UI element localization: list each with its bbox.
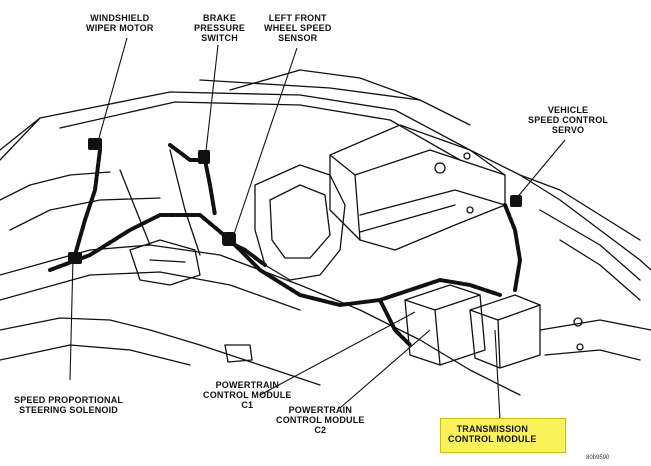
- label-line: PRESSURE: [194, 23, 246, 33]
- wheel-sensor-branch: [233, 243, 267, 267]
- label-line: CONTROL MODULE: [276, 415, 365, 425]
- label-line: BRAKE: [203, 13, 237, 23]
- label-left-front-wheel-speed-sensor: LEFT FRONT WHEEL SPEED SENSOR: [264, 13, 332, 43]
- strut-tower: [254, 164, 346, 281]
- label-line: C1: [241, 400, 254, 410]
- leader-steering-solenoid: [69, 257, 74, 381]
- windshield-base: [199, 79, 471, 126]
- label-line: WIPER MOTOR: [86, 23, 154, 33]
- leader-wheel-speed-sensor: [231, 47, 298, 241]
- label-line: SENSOR: [278, 33, 318, 43]
- label-line: SPEED CONTROL: [528, 115, 609, 125]
- pcm-harness-branch: [378, 298, 412, 347]
- label-line: SWITCH: [201, 33, 238, 43]
- label-speed-proportional-steering-solenoid: SPEED PROPORTIONAL STEERING SOLENOID: [14, 395, 123, 415]
- label-line: TRANSMISSION: [456, 424, 529, 434]
- wiper-harness-branch: [73, 148, 102, 257]
- main-harness: [48, 213, 502, 308]
- right-fender: [519, 174, 651, 271]
- label-powertrain-control-module-c1: POWERTRAIN CONTROL MODULE C1: [203, 380, 292, 410]
- reservoir: [224, 344, 253, 363]
- label-line: LEFT FRONT: [268, 13, 327, 23]
- transmission-control-module-body: [469, 294, 541, 369]
- label-line: CONTROL MODULE: [203, 390, 292, 400]
- figure-number: 80b9590: [586, 455, 610, 461]
- wheel-speed-sensor-connector: [222, 232, 236, 246]
- label-line: WHEEL SPEED: [264, 23, 332, 33]
- leader-tcm: [494, 329, 501, 421]
- label-powertrain-control-module-c2: POWERTRAIN CONTROL MODULE C2: [276, 405, 365, 435]
- leader-brake-switch: [204, 44, 219, 161]
- label-line: POWERTRAIN: [215, 380, 280, 390]
- label-line: SERVO: [551, 125, 585, 135]
- label-line: STEERING SOLENOID: [19, 405, 119, 415]
- label-line: CONTROL MODULE: [448, 434, 537, 444]
- power-distribution-box: [329, 124, 506, 251]
- label-line: C2: [314, 425, 327, 435]
- powertrain-control-module: [404, 284, 486, 366]
- leader-servo: [514, 139, 566, 201]
- label-vehicle-speed-control-servo: VEHICLE SPEED CONTROL SERVO: [528, 105, 608, 135]
- leader-pcm-c2: [339, 329, 431, 409]
- label-windshield-wiper-motor: WINDSHIELD WIPER MOTOR: [86, 13, 154, 33]
- cowl-inner-line: [59, 101, 461, 161]
- tcm-highlight-box: [440, 418, 566, 453]
- cowl-outline: [39, 91, 641, 241]
- leader-pcm-c1: [259, 311, 416, 396]
- steering-solenoid-connector: [68, 252, 82, 264]
- steering-bracket: [129, 239, 201, 286]
- wiper-motor-connector: [88, 138, 102, 150]
- label-line: WINDSHIELD: [90, 13, 150, 23]
- servo-connector: [510, 195, 522, 207]
- brake-switch-connector: [198, 150, 210, 164]
- label-brake-pressure-switch: BRAKE PRESSURE SWITCH: [194, 13, 245, 43]
- label-line: VEHICLE: [547, 105, 589, 115]
- label-transmission-control-module: TRANSMISSION CONTROL MODULE: [448, 424, 537, 444]
- servo-harness-branch: [503, 203, 523, 292]
- leader-wiper-motor: [96, 37, 128, 146]
- label-line: SPEED PROPORTIONAL: [14, 395, 124, 405]
- brake-switch-branch: [203, 158, 217, 217]
- label-line: POWERTRAIN: [288, 405, 353, 415]
